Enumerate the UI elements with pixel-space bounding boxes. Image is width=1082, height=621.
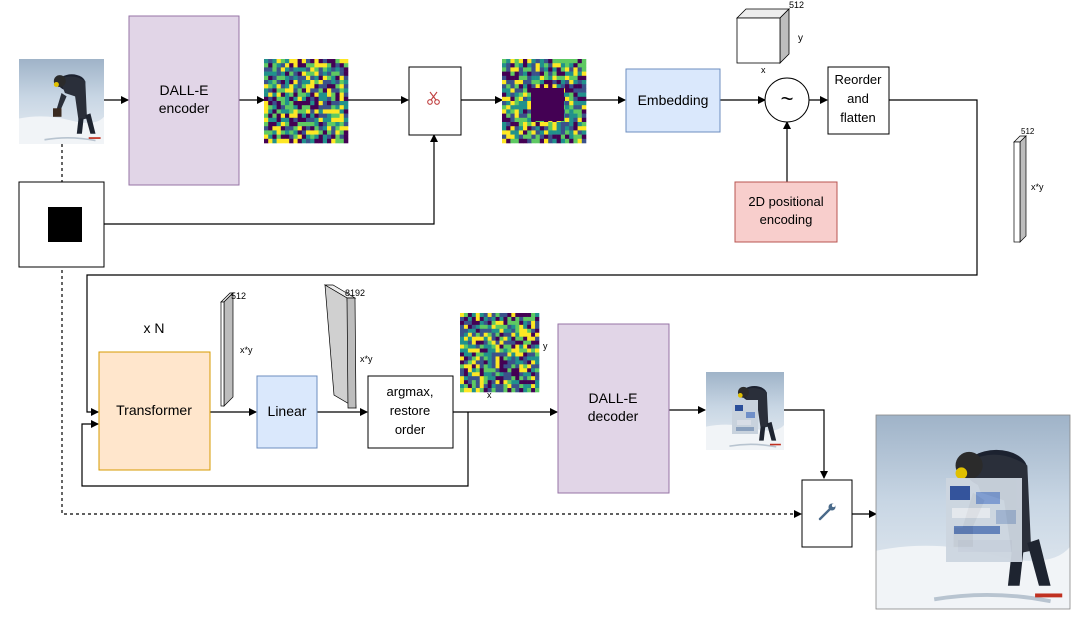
reorder-label-line3: flatten bbox=[840, 110, 875, 125]
embedding-label: Embedding bbox=[638, 92, 709, 108]
embedding-box: Embedding bbox=[625, 68, 721, 133]
input-photo bbox=[19, 59, 104, 144]
argmax-label-line2: restore bbox=[390, 403, 430, 418]
argmax-label-line3: order bbox=[395, 422, 426, 437]
transformer-box: Transformer bbox=[98, 351, 211, 471]
decoder-label-line1: DALL-E bbox=[588, 390, 637, 406]
transformer-label: Transformer bbox=[116, 402, 192, 418]
cut-box bbox=[408, 66, 462, 136]
flat-len-label: x*y bbox=[1031, 182, 1044, 192]
reorder-flatten-box: Reorder and flatten bbox=[827, 66, 890, 135]
reorder-label-line2: and bbox=[847, 91, 869, 106]
decoder-label-line2: decoder bbox=[588, 408, 639, 424]
arrow-feedback-loop bbox=[81, 412, 469, 487]
result-photo bbox=[875, 414, 1071, 610]
hidden-len-label: x*y bbox=[240, 345, 253, 355]
reorder-label-line1: Reorder bbox=[835, 72, 883, 87]
cube-depth-label: 512 bbox=[789, 0, 804, 10]
logits-dim-label: 8192 bbox=[345, 288, 365, 298]
scissors-icon bbox=[427, 91, 440, 105]
masked-token-grid bbox=[502, 59, 587, 144]
embedding-cube: 512 y x bbox=[736, 0, 804, 75]
positional-encoding-box: 2D positional encoding bbox=[734, 181, 838, 243]
positional-label-line1: 2D positional bbox=[748, 194, 823, 209]
predicted-grid-y-label: y bbox=[543, 341, 548, 351]
repeat-label: x N bbox=[144, 320, 165, 336]
cube-height-label: y bbox=[798, 33, 803, 44]
argmax-box: argmax, restore order bbox=[367, 375, 454, 449]
flat-dim-label: 512 bbox=[1021, 127, 1035, 136]
decoded-photo bbox=[706, 372, 784, 450]
hidden-dim-label: 512 bbox=[231, 291, 246, 301]
flattened-sequence-tensor: 512 x*y bbox=[1013, 127, 1044, 243]
linear-label: Linear bbox=[268, 403, 307, 419]
predicted-grid-x-label: x bbox=[487, 390, 492, 400]
decoder-box: DALL-E decoder bbox=[557, 323, 670, 494]
encoder-label-line2: encoder bbox=[159, 100, 210, 116]
positional-label-line2: encoding bbox=[760, 212, 813, 227]
wrench-icon bbox=[818, 503, 836, 521]
combine-symbol: ~ bbox=[781, 86, 794, 111]
arrow-output-to-paste bbox=[784, 409, 828, 479]
encoder-label-line1: DALL-E bbox=[159, 82, 208, 98]
arrow-reorder-to-transformer bbox=[86, 99, 978, 416]
logits-len-label: x*y bbox=[360, 354, 373, 364]
paste-box bbox=[801, 479, 853, 548]
argmax-label-line1: argmax, bbox=[387, 384, 434, 399]
token-grid bbox=[264, 59, 349, 144]
combine-operator: ~ bbox=[764, 77, 810, 123]
mask-image bbox=[18, 181, 105, 268]
logits-tensor: 8192 x*y bbox=[323, 284, 373, 409]
connectors bbox=[61, 96, 978, 518]
encoder-box: DALL-E encoder bbox=[128, 15, 240, 186]
predicted-token-grid bbox=[460, 313, 540, 393]
arrow-mask-to-cut bbox=[104, 134, 438, 225]
hidden-state-tensor: 512 x*y bbox=[220, 291, 253, 407]
linear-box: Linear bbox=[256, 375, 318, 449]
cube-width-label: x bbox=[761, 65, 766, 75]
